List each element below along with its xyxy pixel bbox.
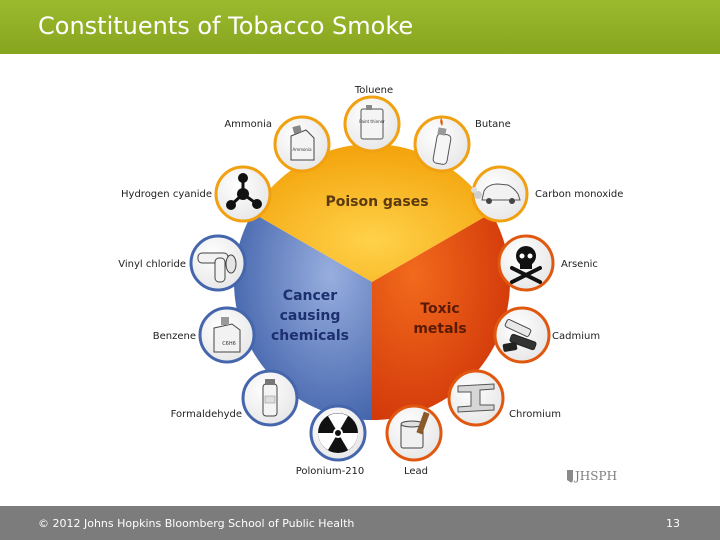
formaldehyde-node: Formaldehyde	[171, 369, 299, 427]
copyright-footer: © 2012 Johns Hopkins Bloomberg School of…	[38, 517, 355, 530]
pvc-pipe-icon	[197, 252, 237, 283]
cadmium-label: Cadmium	[552, 331, 600, 342]
polonium-node: Polonium-210	[296, 404, 367, 477]
butane-label: Butane	[475, 119, 511, 130]
car-exhaust-icon	[471, 183, 521, 204]
smoke-constituents-diagram: Poison gases Cancer causing chemicals To…	[118, 85, 623, 483]
lead-node: Lead	[385, 404, 443, 477]
radiation-icon	[318, 413, 358, 453]
paint-can-icon	[400, 411, 430, 449]
carbon-monoxide-node: Carbon monoxide	[471, 165, 623, 223]
svg-text:C6H6: C6H6	[222, 341, 236, 347]
cancer-chemicals-sector	[234, 213, 372, 420]
slide-title: Constituents of Tobacco Smoke	[38, 12, 414, 40]
footer-bar: © 2012 Johns Hopkins Bloomberg School of…	[0, 506, 720, 540]
batteries-icon	[502, 319, 537, 352]
sector-title-metals: metals	[413, 321, 466, 337]
toxic-metals-sector	[372, 213, 510, 420]
skull-crossbones-icon	[510, 246, 542, 284]
benzene-label: Benzene	[153, 331, 196, 342]
chromium-label: Chromium	[509, 409, 561, 420]
molecule-icon	[226, 173, 262, 210]
arsenic-node: Arsenic	[497, 234, 598, 292]
butane-node: Butane	[413, 115, 511, 173]
sector-title-cancer: Cancer	[283, 288, 337, 304]
chromium-node: Chromium	[447, 369, 561, 427]
ammonia-bottle-icon: Ammonia	[290, 125, 315, 161]
ammonia-node: Ammonia Ammonia	[224, 115, 331, 173]
steel-beam-icon	[457, 383, 495, 413]
vinyl-chloride-node: Vinyl chloride	[118, 234, 247, 292]
lighter-icon	[432, 118, 452, 165]
formaldehyde-label: Formaldehyde	[171, 409, 242, 420]
gas-can-icon: C6H6	[213, 317, 241, 353]
benzene-node: C6H6 Benzene	[153, 306, 256, 364]
paint-thinner-can-icon: Paint thinner	[359, 105, 385, 140]
svg-text:Ammonia: Ammonia	[292, 147, 312, 152]
sector-title-causing: causing	[280, 308, 341, 324]
vinyl-chloride-label: Vinyl chloride	[118, 259, 186, 270]
toluene-node: Paint thinner Toluene	[343, 85, 401, 153]
arsenic-label: Arsenic	[561, 259, 598, 270]
sector-title-poison-gases: Poison gases	[325, 194, 428, 210]
svg-text:Paint thinner: Paint thinner	[359, 119, 385, 124]
specimen-jar-icon	[262, 379, 278, 417]
sector-title-toxic: Toxic	[420, 301, 459, 317]
title-bar: Constituents of Tobacco Smoke	[0, 0, 720, 54]
page-number: 13	[666, 517, 680, 530]
jhsph-logo-text: JHSPH	[573, 469, 617, 483]
hydrogen-cyanide-node: Hydrogen cyanide	[121, 165, 272, 223]
sector-title-chemicals: chemicals	[271, 328, 349, 344]
carbon-monoxide-label: Carbon monoxide	[535, 189, 623, 200]
hydrogen-cyanide-label: Hydrogen cyanide	[121, 189, 212, 200]
jhsph-logo: JHSPH	[567, 469, 617, 483]
cadmium-node: Cadmium	[493, 306, 600, 364]
poison-gases-sector	[252, 144, 492, 282]
ammonia-label: Ammonia	[224, 119, 272, 130]
toluene-label: Toluene	[354, 85, 393, 96]
polonium-label: Polonium-210	[296, 466, 365, 477]
lead-label: Lead	[404, 466, 428, 477]
